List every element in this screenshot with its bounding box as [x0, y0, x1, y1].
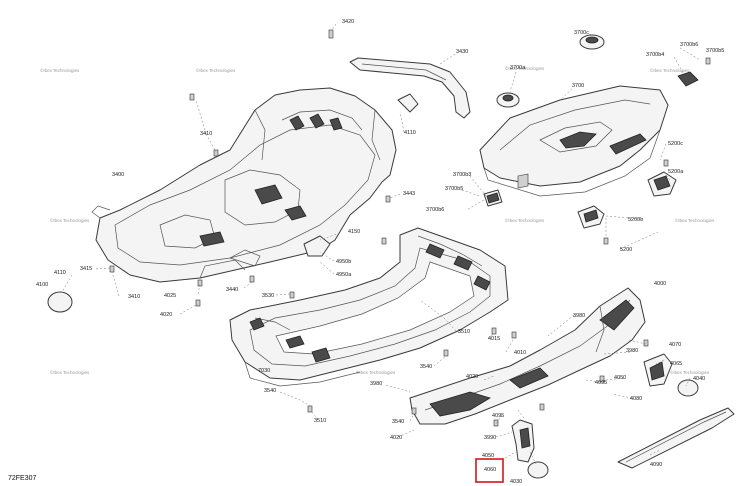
storage-box-3700	[479, 85, 669, 197]
callout-3700b6: 3700b6	[680, 42, 698, 48]
callout-3700b5: 3700b5	[445, 186, 463, 192]
latch-3700b	[483, 71, 699, 207]
hitch-4060	[511, 419, 535, 463]
box-cap-3700a	[496, 92, 520, 108]
callout-4050: 4050	[614, 375, 626, 381]
callout-4010: 4010	[514, 350, 526, 356]
callout-4070: 4070	[669, 342, 681, 348]
callout-3540: 3540	[420, 364, 432, 370]
leader-lines	[61, 23, 701, 465]
highlight-box	[475, 458, 504, 483]
callout-3700c: 3700c	[574, 30, 589, 36]
watermark: ©Ibex Technologies	[675, 217, 715, 223]
callout-4000: 4000	[654, 281, 666, 287]
watermark: ©Ibex Technologies	[356, 369, 396, 375]
bracket-5200	[577, 171, 677, 229]
cover-4100	[47, 291, 73, 313]
hook-4150	[303, 235, 331, 257]
watermark: ©Ibex Technologies	[50, 369, 90, 375]
callout-4040: 4040	[693, 376, 705, 382]
callout-3410: 3410	[200, 131, 212, 137]
callout-3980: 3980	[573, 313, 585, 319]
cover-4110	[397, 93, 419, 113]
trim-strip-4090	[617, 407, 735, 469]
callout-3980: 3980	[370, 381, 382, 387]
fasteners	[109, 29, 711, 427]
callout-4950b: 4950b	[336, 259, 351, 265]
callout-4110: 4110	[404, 130, 416, 136]
callout-3700: 3700	[572, 83, 584, 89]
callout-3430: 3430	[456, 49, 468, 55]
callout-3440: 3440	[226, 287, 238, 293]
callouts: 3420 3430 3700c 3700b6 3700b5 3700b4 370…	[36, 19, 724, 485]
callout-3990: 3990	[484, 435, 496, 441]
skid-plate-3400	[91, 87, 397, 283]
callout-3410: 3410	[128, 294, 140, 300]
bracket-4070	[643, 353, 673, 387]
watermark: ©Ibex Technologies	[196, 67, 236, 73]
callout-3540: 3540	[264, 388, 276, 394]
callout-4065: 4065	[670, 361, 682, 367]
callout-4950a: 4950a	[336, 272, 352, 278]
callout-4110: 4110	[54, 270, 66, 276]
callout-3530: 3530	[262, 293, 274, 299]
callout-3510: 3510	[314, 418, 326, 424]
callout-3540: 3540	[392, 419, 404, 425]
diagram-code: 72FE307	[8, 475, 37, 482]
callout-4030: 4030	[510, 479, 522, 485]
cap-4030	[527, 461, 549, 479]
callout-3700b4: 3700b4	[646, 52, 664, 58]
cap-4040	[677, 379, 699, 397]
watermark: ©Ibex Technologies	[670, 369, 710, 375]
watermark: ©Ibex Technologies	[40, 67, 80, 73]
box-cap-3700c	[579, 34, 605, 50]
callout-4050: 4050	[482, 453, 494, 459]
callout-4100: 4100	[36, 282, 48, 288]
callout-3443: 3443	[403, 191, 415, 197]
callout-3420: 3420	[342, 19, 354, 25]
rail-3430	[349, 57, 471, 119]
rear-bumper-4000	[409, 287, 646, 425]
callout-4095: 4095	[595, 380, 607, 386]
watermark: ©Ibex Technologies	[50, 217, 90, 223]
callout-4020: 4020	[160, 312, 172, 318]
rack-frame-7030	[229, 227, 509, 387]
callout-3700b6: 3700b6	[426, 207, 444, 213]
callout-4025: 4025	[164, 293, 176, 299]
callout-5200c: 5200c	[668, 141, 683, 147]
watermark: ©Ibex Technologies	[505, 217, 545, 223]
watermark: ©Ibex Technologies	[650, 67, 690, 73]
callout-4095: 4095	[492, 413, 504, 419]
callout-3700b5: 3700b5	[706, 48, 724, 54]
callout-3415: 3415	[80, 266, 92, 272]
callout-3980: 3980	[626, 348, 638, 354]
callout-5200b: 5200b	[628, 217, 643, 223]
callout-5200: 5200	[620, 247, 632, 253]
callout-3700b3: 3700b3	[453, 172, 471, 178]
callout-4150: 4150	[348, 229, 360, 235]
callout-4015: 4015	[488, 336, 500, 342]
callout-4090: 4090	[650, 462, 662, 468]
callout-4020: 4020	[390, 435, 402, 441]
callout-5200a: 5200a	[668, 169, 684, 175]
callout-3700a: 3700a	[510, 65, 526, 71]
watermark: ©Ibex Technologies	[505, 65, 545, 71]
callout-7030: 7030	[258, 368, 270, 374]
callout-4060: 4060	[484, 467, 496, 473]
callout-3400: 3400	[112, 172, 124, 178]
callout-4020: 4020	[466, 374, 478, 380]
callout-4080: 4080	[630, 396, 642, 402]
callout-3510: 3510	[458, 329, 470, 335]
